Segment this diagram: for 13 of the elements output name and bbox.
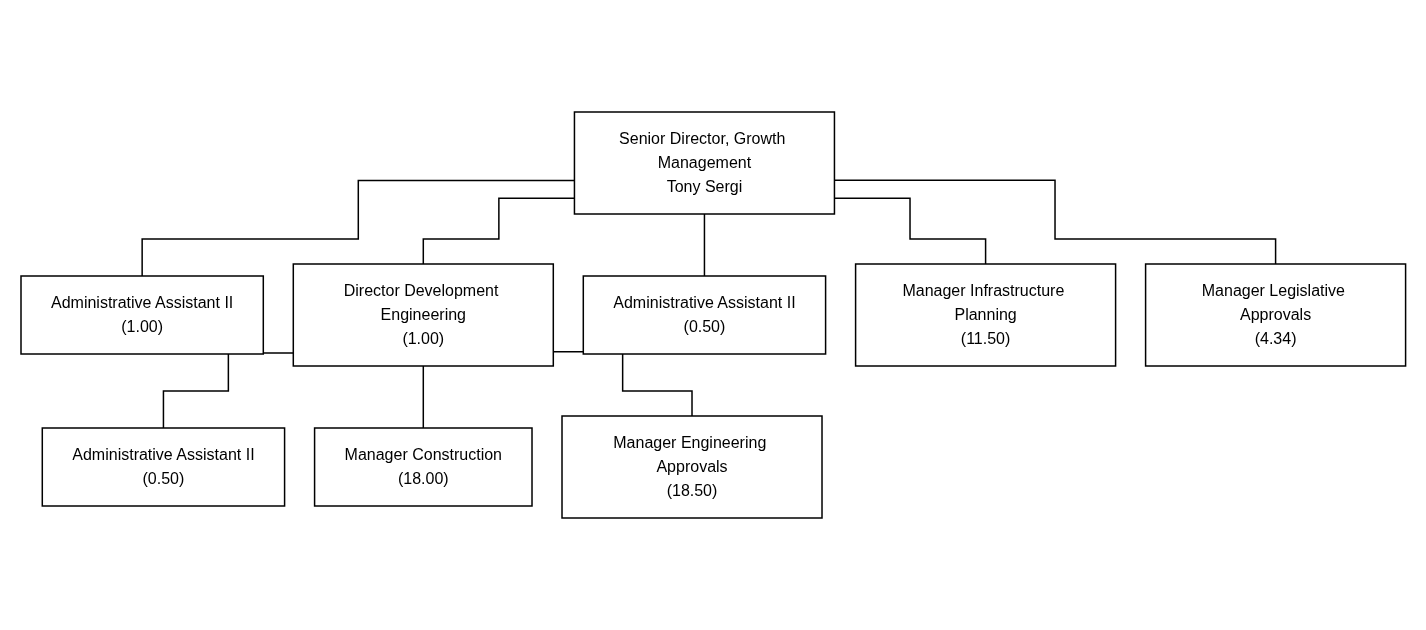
node-box: Manager Construction (18.00) (313, 427, 533, 507)
node-box: Manager Engineering Approvals (18.50) (560, 415, 823, 519)
node-box: Director Development Engineering (1.00) (292, 263, 554, 367)
connector (422, 365, 424, 429)
connector (422, 197, 575, 265)
node-box: Administrative Assistant II (0.50) (41, 427, 286, 507)
node-box: Administrative Assistant II (0.50) (582, 275, 827, 355)
node-box: Administrative Assistant II (1.00) (19, 275, 264, 355)
node-box: Manager Infrastructure Planning (11.50) (854, 263, 1117, 367)
connector (141, 179, 575, 277)
node-box: Senior Director, Growth Management Tony Sergi (573, 111, 835, 215)
connector (703, 213, 705, 277)
node-box: Manager Legislative Approvals (4.34) (1144, 263, 1407, 367)
